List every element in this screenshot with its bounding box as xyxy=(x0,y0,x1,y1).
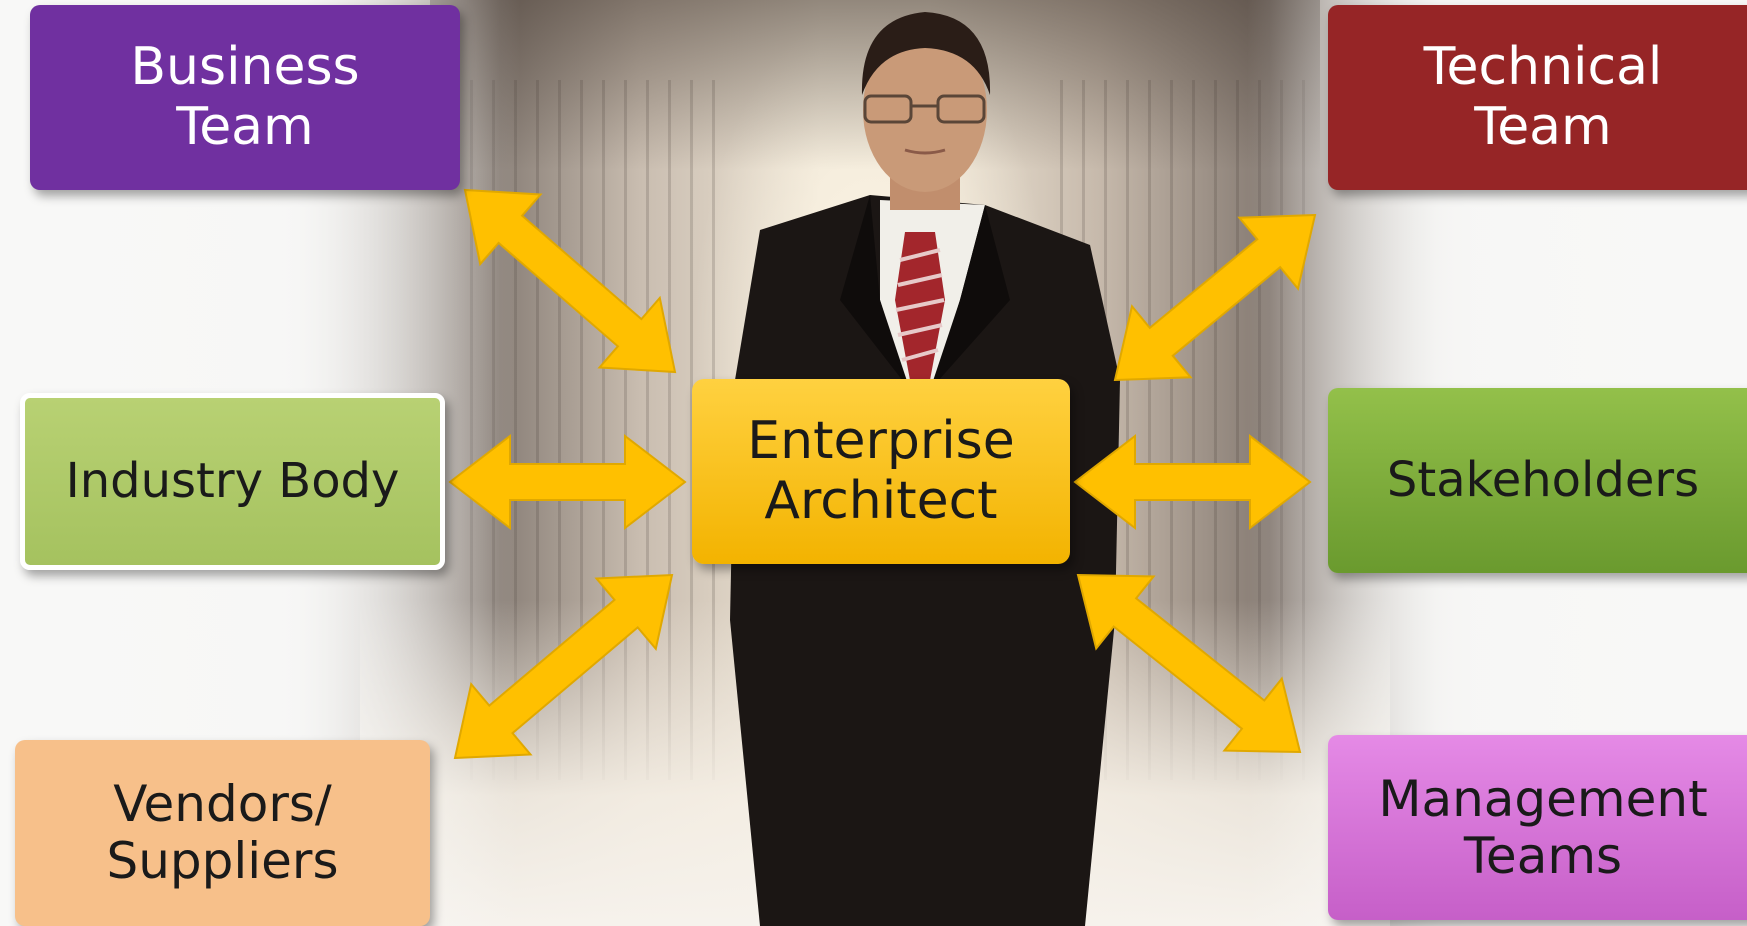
arrow-stakeholders-icon xyxy=(1073,433,1312,531)
business-team-node: Business Team xyxy=(30,5,460,190)
arrow-management-teams-icon xyxy=(1076,573,1302,754)
vendors-suppliers-node: Vendors/ Suppliers xyxy=(15,740,430,926)
right-lapel xyxy=(930,205,1010,390)
tie-stripes xyxy=(895,248,945,362)
business-team-label: Business Team xyxy=(130,37,360,157)
arrow-industry-body-icon xyxy=(448,433,687,531)
glasses xyxy=(863,94,986,124)
arrow-business-team-icon xyxy=(463,188,677,374)
management-teams-node: Management Teams xyxy=(1328,735,1747,920)
mouth xyxy=(904,148,946,155)
hair xyxy=(861,12,991,95)
technical-team-node: Technical Team xyxy=(1328,5,1747,190)
face xyxy=(863,28,987,192)
stakeholders-label: Stakeholders xyxy=(1386,452,1700,509)
left-lapel xyxy=(840,195,910,390)
management-teams-label: Management Teams xyxy=(1378,769,1708,885)
enterprise-architect-node: Enterprise Architect xyxy=(692,379,1070,564)
arrow-vendors-suppliers-icon xyxy=(453,573,674,760)
stakeholders-node: Stakeholders xyxy=(1328,388,1747,573)
vendors-suppliers-label: Vendors/ Suppliers xyxy=(106,775,339,890)
arrow-technical-team-icon xyxy=(1113,213,1317,382)
industry-body-label: Industry Body xyxy=(65,453,400,510)
enterprise-architect-label: Enterprise Architect xyxy=(747,411,1015,531)
technical-team-label: Technical Team xyxy=(1423,37,1663,157)
industry-body-node: Industry Body xyxy=(20,393,445,570)
